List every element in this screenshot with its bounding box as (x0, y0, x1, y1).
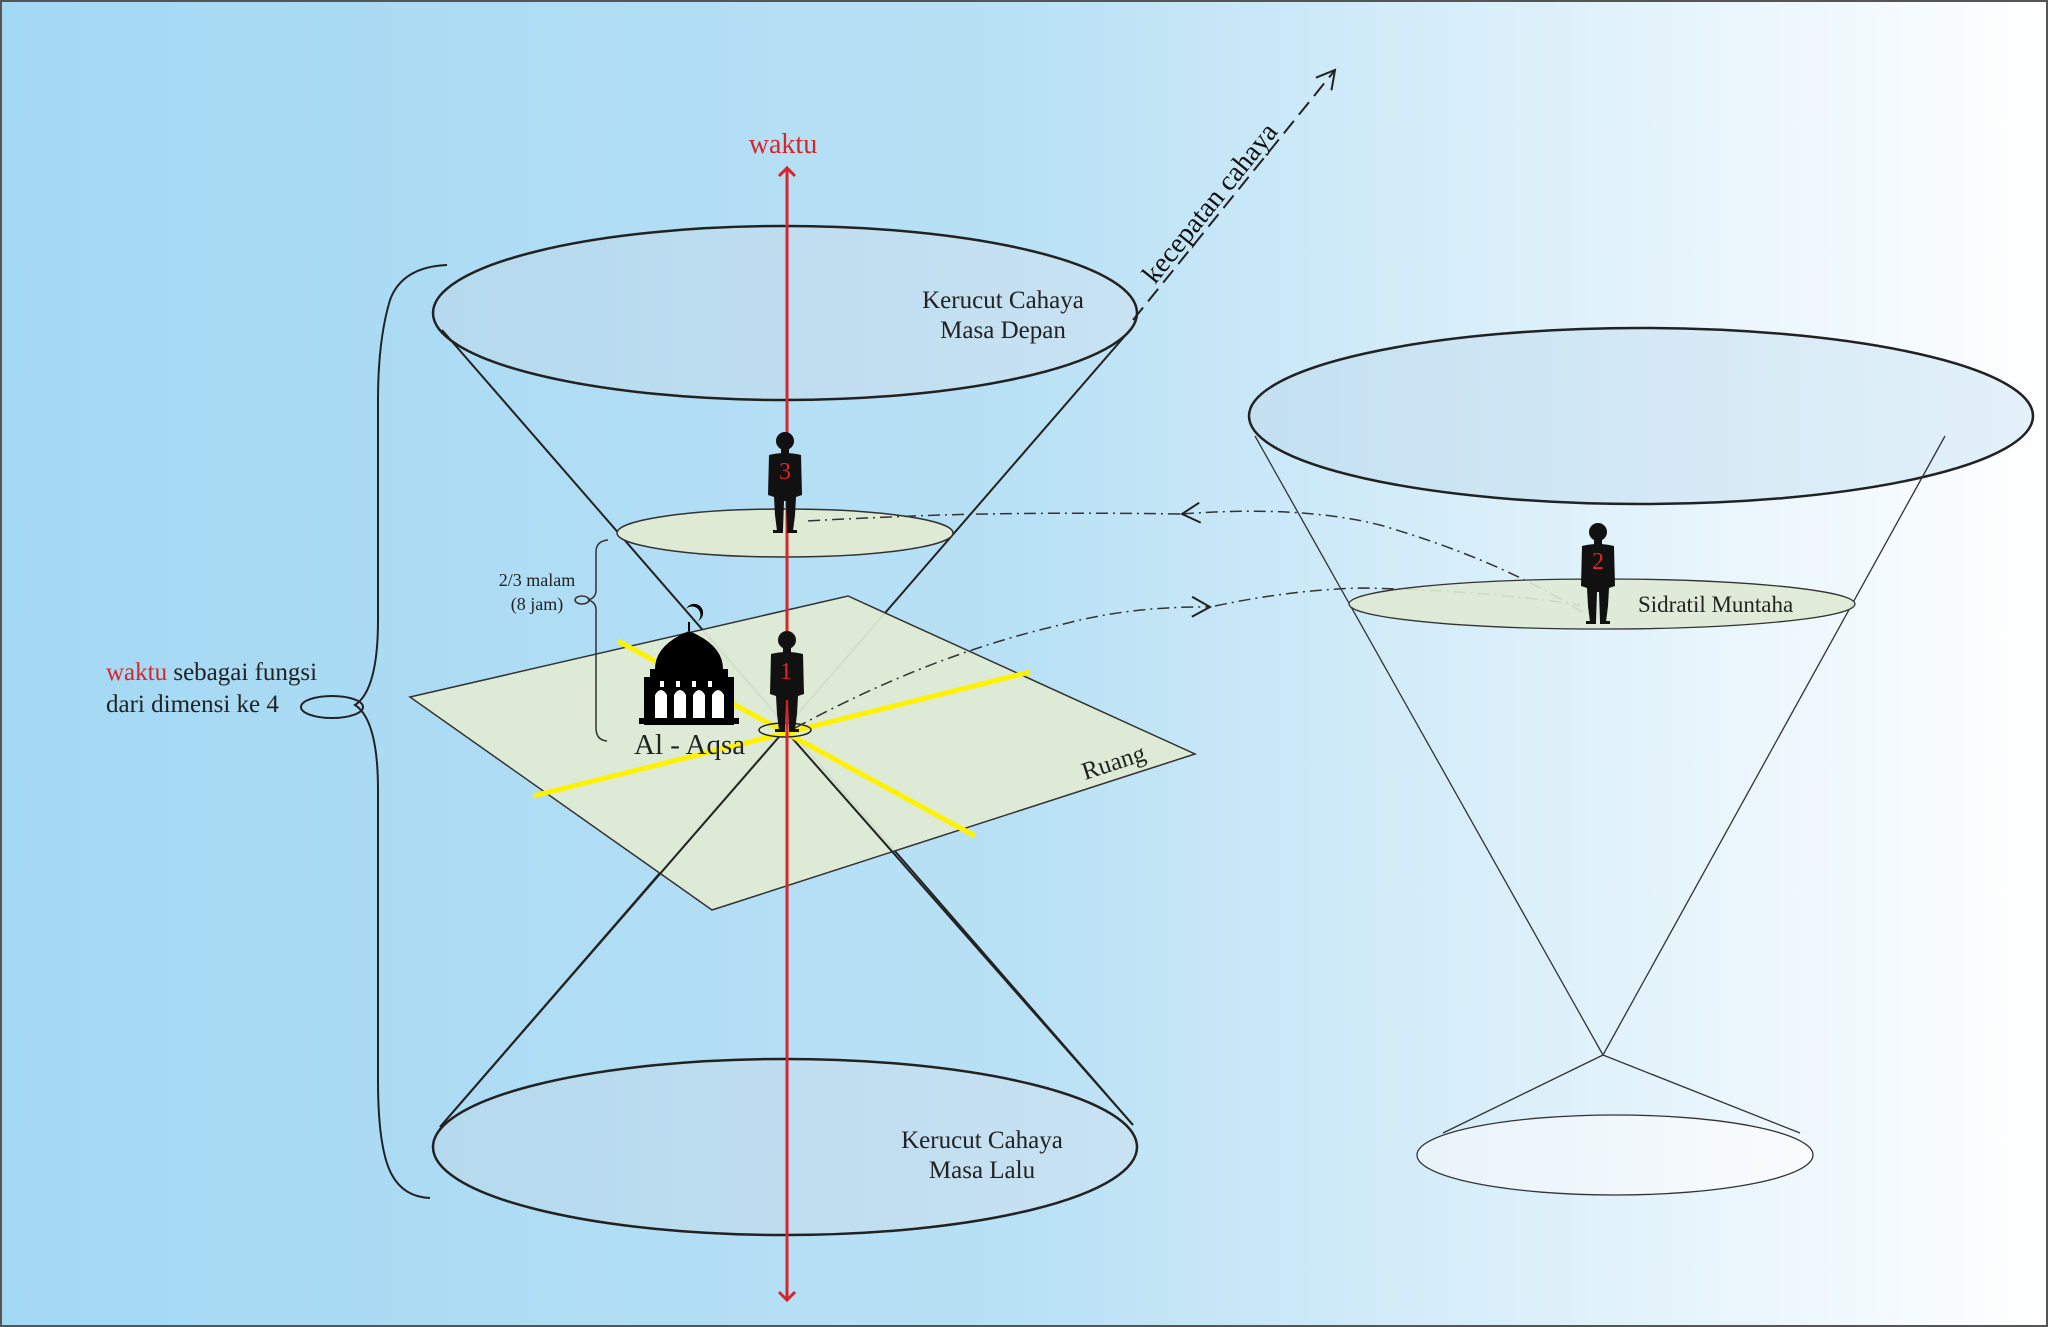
lower-cone-edge-left (1442, 1054, 1604, 1134)
duration-loop (574, 595, 590, 605)
dimension-note-line1: waktu sebagai fungsi (106, 659, 317, 686)
sidratil-cone-edge-left (1254, 435, 1604, 1056)
journey-sidratil-to-aqsa (1214, 587, 1581, 607)
aqsa-label: Al - Aqsa (634, 729, 745, 761)
brace-loop (300, 695, 364, 719)
mosque-windows (655, 681, 724, 718)
duration-bracket (587, 539, 609, 742)
dimension-note-line2: dari dimensi ke 4 (106, 691, 279, 718)
left-brace (353, 264, 448, 1199)
journey-return-to-3 (804, 512, 1181, 522)
duration-label-1: 2/3 malam (499, 570, 575, 590)
duration-label-2: (8 jam) (511, 594, 563, 615)
figure-1-number: 1 (780, 659, 792, 685)
dimension-note-rest: sebagai fungsi (167, 659, 317, 686)
sidratil-cone-edge-right (1602, 435, 1946, 1056)
future-slice (616, 508, 954, 558)
lower-cone-edge-right (1602, 1054, 1801, 1134)
light-speed-arrow (1132, 68, 1337, 321)
journey-to-sidratil (794, 595, 1213, 729)
cone-edge-left-lower (784, 729, 1134, 1126)
figure-3-number: 3 (779, 459, 791, 485)
dimension-note-highlight: waktu (106, 659, 168, 686)
space-plane (408, 595, 1198, 911)
past-cone-label-2: Masa Lalu (929, 1157, 1036, 1184)
sidratil-label: Sidratil Muntaha (1638, 592, 1793, 617)
past-cone-label-1: Kerucut Cahaya (901, 1127, 1063, 1154)
future-cone-label-2: Masa Depan (940, 317, 1066, 344)
cone-edge-right-lower (439, 729, 786, 1128)
journey-return (1179, 501, 1583, 613)
figure-2-number: 2 (1592, 549, 1604, 575)
lower-cone-bottom (1416, 1114, 1814, 1196)
future-cone-label-1: Kerucut Cahaya (922, 287, 1084, 314)
time-axis-label: waktu (749, 129, 817, 160)
sidratil-cone-top (1247, 326, 2035, 506)
